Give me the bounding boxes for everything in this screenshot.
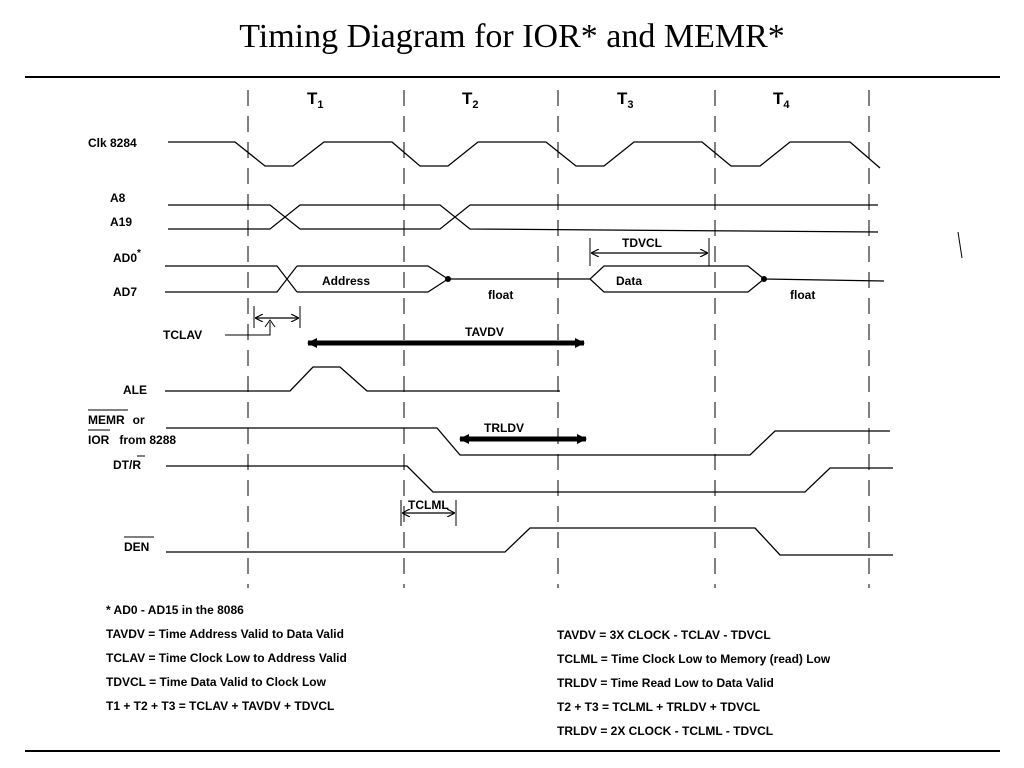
- tclav-label: TCLAV: [163, 328, 202, 342]
- memr-waveform: [166, 427, 890, 456]
- state-label-t4: T4: [773, 89, 790, 111]
- note-line: TRLDV = 2X CLOCK - TCLML - TDVCL: [557, 724, 774, 738]
- a19-label: A19: [110, 215, 132, 229]
- state-label-t3: T3: [617, 89, 634, 111]
- float-line-2: [763, 278, 885, 282]
- note-line: T1 + T2 + T3 = TCLAV + TAVDV + TDVCL: [106, 699, 335, 713]
- bottom-rule: [25, 750, 1000, 752]
- tdvcl-text: TDVCL: [622, 236, 662, 250]
- a8-label: A8: [110, 191, 126, 205]
- dtr-label: DT/R: [113, 458, 141, 472]
- top-rule: [25, 76, 1000, 78]
- ad-upper-line: [165, 265, 298, 293]
- ale-label: ALE: [123, 383, 147, 397]
- note-line: TCLAV = Time Clock Low to Address Valid: [106, 651, 347, 665]
- dtr-waveform: [166, 465, 893, 493]
- state-label-t2: T2: [462, 89, 479, 111]
- clk-label: Clk 8284: [88, 136, 137, 150]
- data-box: [589, 265, 765, 293]
- notes-right: TAVDV = 3X CLOCK - TCLAV - TDVCL TCLML =…: [557, 623, 830, 743]
- note-line: T2 + T3 = TCLML + TRLDV + TDVCL: [557, 700, 761, 714]
- den-waveform: [166, 527, 893, 556]
- page-title: Timing Diagram for IOR* and MEMR*: [239, 18, 785, 55]
- margin-mark: [957, 231, 963, 259]
- notes-left: * AD0 - AD15 in the 8086 TAVDV = Time Ad…: [106, 598, 347, 718]
- den-label: DEN: [124, 540, 149, 554]
- clk-waveform: [168, 141, 881, 169]
- float-dot-1: [445, 276, 451, 282]
- tclml-text: TCLML: [408, 498, 449, 512]
- float-text-2: float: [790, 288, 815, 302]
- note-line: TCLML = Time Clock Low to Memory (read) …: [557, 652, 831, 666]
- tclav-pointer-head: [264, 319, 276, 328]
- tavdv-text: TAVDV: [465, 325, 504, 339]
- note-line: TAVDV = Time Address Valid to Data Valid: [106, 627, 344, 641]
- note-line: TAVDV = 3X CLOCK - TCLAV - TDVCL: [557, 628, 771, 642]
- a8-line-high: [168, 204, 878, 230]
- a19-line-low: [168, 204, 879, 233]
- tclav-pointer: [225, 322, 271, 336]
- ale-waveform: [165, 366, 560, 392]
- address-text: Address: [322, 274, 370, 288]
- state-boundaries: [247, 90, 870, 588]
- note-line: TDVCL = Time Data Valid to Clock Low: [106, 675, 326, 689]
- note-line: * AD0 - AD15 in the 8086: [106, 603, 244, 617]
- float-text-1: float: [488, 288, 513, 302]
- note-line: TRLDV = Time Read Low to Data Valid: [557, 676, 774, 690]
- state-label-t1: T1: [307, 89, 324, 111]
- trldv-text: TRLDV: [484, 421, 524, 435]
- float-dot-2: [761, 276, 767, 282]
- ad7-label: AD7: [113, 285, 137, 299]
- ad-lower-line: [165, 265, 298, 293]
- ad0-label: AD0*: [113, 248, 141, 265]
- address-box: [297, 265, 450, 293]
- data-text: Data: [616, 274, 642, 288]
